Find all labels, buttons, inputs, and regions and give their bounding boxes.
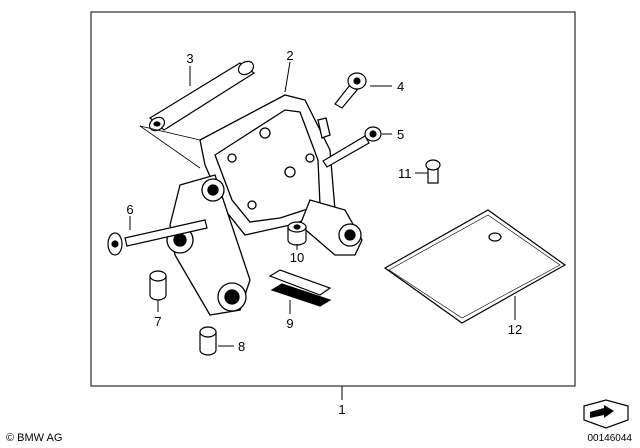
callout-7: 7 (154, 314, 161, 329)
copyright-text: © BMW AG (6, 432, 63, 444)
part-3-rod (148, 60, 256, 132)
callout-6: 6 (126, 202, 133, 217)
callout-4: 4 (397, 79, 404, 94)
assembly-line-a (139, 125, 201, 141)
callout-9: 9 (286, 316, 293, 331)
callout-2: 2 (286, 48, 293, 63)
parts-catalog-arrow-icon (583, 399, 629, 429)
leader-2 (284, 61, 291, 93)
part-4-bolt (334, 72, 367, 109)
part-6-screw (107, 219, 208, 256)
assembly-line-b (139, 125, 201, 169)
callout-12: 12 (508, 322, 522, 337)
part-5-bolt (322, 126, 382, 168)
part-2-plate (199, 94, 336, 236)
part-12-instruction-sheet (383, 209, 567, 324)
callout-8: 8 (238, 339, 245, 354)
part-9-pads (268, 269, 332, 307)
callout-1: 1 (338, 402, 345, 417)
part-11-screw (425, 159, 441, 184)
callout-10: 10 (290, 250, 304, 265)
diagram-frame (90, 11, 576, 387)
part-bracket-right-arm (299, 199, 363, 256)
image-number: 00146044 (587, 433, 633, 444)
callout-5: 5 (397, 127, 404, 142)
part-bracket-left-arm (166, 174, 251, 316)
callout-11: 11 (398, 166, 412, 181)
part-10-bushing (287, 221, 307, 246)
part-8-spacer (199, 326, 217, 356)
callout-3: 3 (186, 51, 193, 66)
part-7-spacer (149, 270, 167, 301)
